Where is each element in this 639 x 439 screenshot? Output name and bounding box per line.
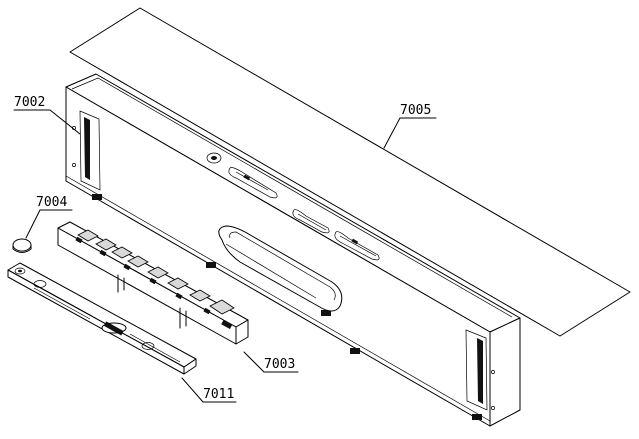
label-7011: 7011 [203,387,234,402]
part-7005-foil-sheet [69,7,631,337]
leader-7002 [49,109,81,135]
label-7004: 7004 [36,195,67,210]
leader-lines [13,109,437,403]
leader-7011 [181,377,204,403]
label-7002: 7002 [14,95,45,110]
leader-7004 [25,209,41,239]
label-7005: 7005 [400,103,431,118]
board-connector-blocks [77,229,235,315]
part-7003-control-board [57,221,249,345]
part-7002-front-panel [65,73,521,427]
part-7011-button-strip [7,262,197,375]
label-7003: 7003 [264,357,295,372]
leader-7003 [243,351,265,373]
part-7004-round-button [12,238,32,253]
leader-7005 [383,117,401,149]
